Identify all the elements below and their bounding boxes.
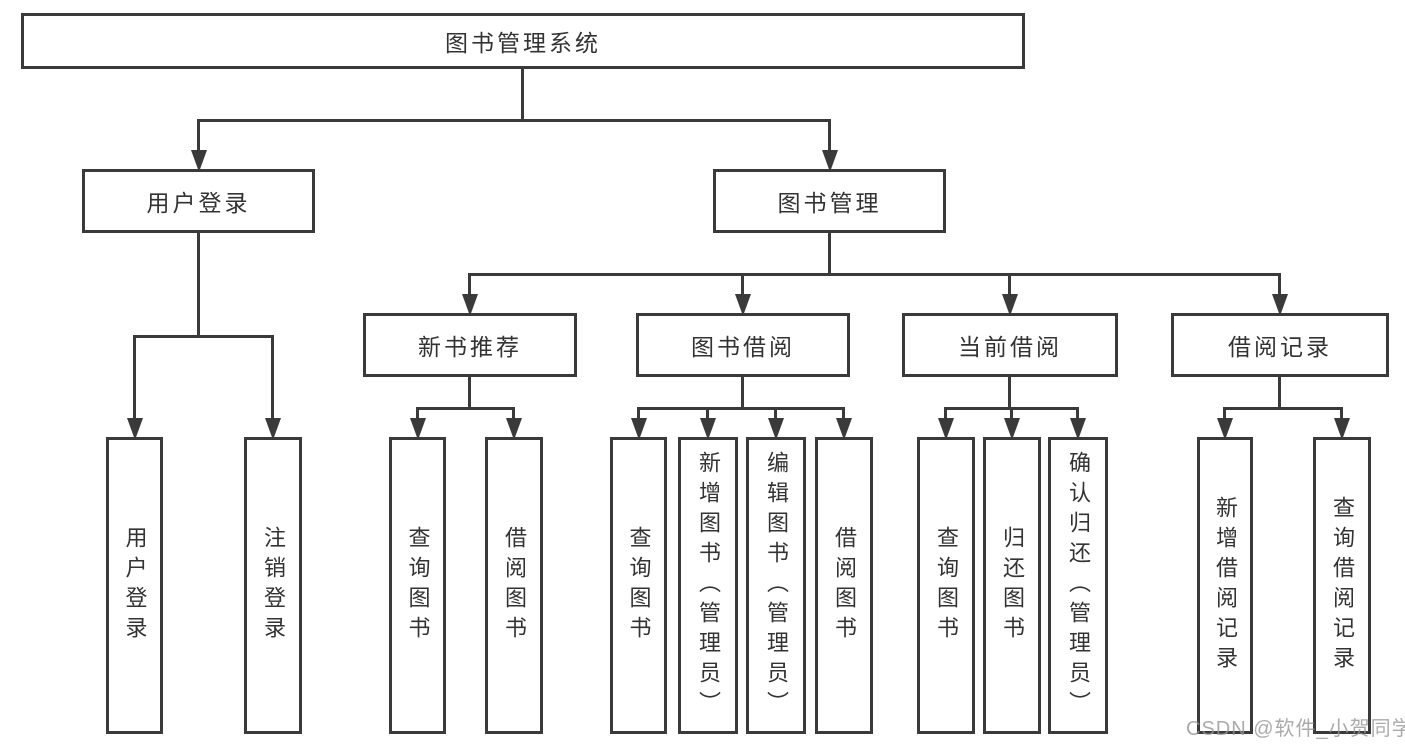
arrow-down-icon [1070,418,1086,440]
arrow-down-icon [1217,418,1233,440]
arrow-down-icon [265,418,281,440]
arrow-down-icon [506,418,522,440]
connector-line [271,335,274,420]
connector-line [468,376,471,410]
node-label-op-cb-query: 查询图书 [934,525,959,646]
node-label-op-cb-confirm: 确认归还（管理员） [1066,450,1091,721]
node-label-borrow-record: 借阅记录 [1228,334,1332,360]
connector-line [637,407,640,420]
connector-line [828,232,831,276]
connector-line [468,273,1281,276]
node-label-op-bb-query: 查询图书 [626,525,652,646]
node-op-bb-borrow: 借阅图书 [815,437,873,734]
connector-line [521,68,524,122]
connector-line [774,407,777,420]
arrow-down-icon [1272,294,1288,316]
connector-line [637,407,845,410]
arrow-down-icon [1334,418,1350,440]
node-op-nbr-query: 查询图书 [389,437,446,734]
node-new-book-rec: 新书推荐 [363,313,577,377]
connector-line [416,407,515,410]
arrow-down-icon [768,418,784,440]
connector-line [133,335,274,338]
node-label-current-borrow: 当前借阅 [958,334,1062,360]
arrow-down-icon [836,418,852,440]
node-current-borrow: 当前借阅 [902,313,1118,377]
arrow-down-icon [410,418,426,440]
node-root: 图书管理系统 [21,13,1025,69]
arrow-down-icon [822,150,838,172]
connector-line [741,376,744,410]
node-label-user-login: 用户登录 [146,190,251,216]
node-op-cb-confirm: 确认归还（管理员） [1048,437,1108,734]
csdn-watermark: CSDN @软件_小贺同学 [1186,718,1405,740]
connector-line [512,407,515,420]
arrow-down-icon [1002,294,1018,316]
node-op-br-add: 新增借阅记录 [1197,437,1253,734]
node-label-op-cb-return: 归还图书 [1000,525,1025,646]
node-label-op-br-query: 查询借阅记录 [1330,495,1355,676]
node-op-logout: 注销登录 [244,437,302,734]
arrow-down-icon [700,418,716,440]
connector-line [197,119,831,122]
node-label-book-borrow: 图书借阅 [691,334,795,360]
arrow-down-icon [938,418,954,440]
arrow-down-icon [1004,418,1020,440]
node-label-op-bb-add: 新增图书（管理员） [696,450,721,721]
arrow-down-icon [735,294,751,316]
node-label-op-br-add: 新增借阅记录 [1213,495,1238,676]
node-label-op-bb-borrow: 借阅图书 [832,525,857,646]
node-op-bb-query: 查询图书 [610,437,667,734]
node-op-cb-return: 归还图书 [983,437,1041,734]
node-label-book-mgmt: 图书管理 [777,190,882,216]
connector-line [1076,407,1079,420]
node-borrow-record: 借阅记录 [1171,313,1389,377]
node-label-op-bb-edit: 编辑图书（管理员） [764,450,789,721]
node-book-mgmt: 图书管理 [713,169,946,233]
connector-line [1340,407,1343,420]
node-label-op-nbr-query: 查询图书 [405,525,431,646]
node-op-bb-edit: 编辑图书（管理员） [746,437,806,734]
node-op-nbr-borrow: 借阅图书 [485,437,543,734]
connector-line [416,407,419,420]
connector-line [1008,273,1011,296]
node-op-user-login: 用户登录 [106,437,163,734]
arrow-down-icon [191,150,207,172]
node-op-bb-add: 新增图书（管理员） [678,437,738,734]
node-label-new-book-rec: 新书推荐 [418,334,522,360]
node-label-op-user-login: 用户登录 [122,525,148,646]
connector-line [706,407,709,420]
node-user-login: 用户登录 [82,169,315,233]
connector-line [197,232,200,338]
connector-line [842,407,845,420]
connector-line [1278,376,1281,410]
connector-line [468,273,471,296]
connector-line [197,119,200,152]
connector-line [1010,407,1013,420]
connector-line [1278,273,1281,296]
connector-line [828,119,831,152]
node-op-cb-query: 查询图书 [917,437,975,734]
node-book-borrow: 图书借阅 [636,313,850,377]
arrow-down-icon [127,418,143,440]
connector-line [1008,376,1011,410]
node-label-root: 图书管理系统 [445,30,601,56]
connector-line [1223,407,1226,420]
connector-line [944,407,947,420]
connector-line [741,273,744,296]
node-label-op-nbr-borrow: 借阅图书 [502,525,527,646]
connector-line [133,335,136,420]
arrow-down-icon [631,418,647,440]
connector-line [1223,407,1343,410]
node-op-br-query: 查询借阅记录 [1313,437,1371,734]
node-label-op-logout: 注销登录 [261,525,286,646]
arrow-down-icon [462,294,478,316]
